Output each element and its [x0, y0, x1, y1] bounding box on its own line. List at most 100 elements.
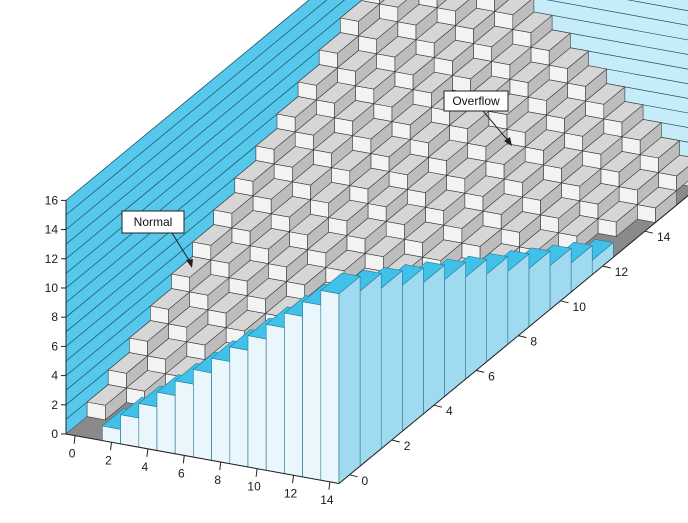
z-tick-label: 4 [51, 369, 58, 383]
normal-cell-top [433, 39, 474, 62]
z-tick-label: 8 [51, 310, 58, 324]
normal-cell-top [436, 0, 470, 12]
normal-callout-arrowhead [186, 259, 193, 268]
left-wall-gridline [65, 0, 310, 201]
normal-cell-top [150, 288, 190, 310]
normal-cell-top [491, 43, 532, 65]
normal-cell-top [364, 235, 405, 258]
z-tick-label: 6 [51, 339, 58, 353]
normal-cell-top [267, 246, 308, 268]
left-wall-gridline [65, 0, 328, 216]
normal-cell-top [86, 384, 127, 406]
x-tick-mark [219, 461, 222, 471]
normal-cell-top [446, 157, 487, 179]
x-tick-label: 4 [142, 460, 149, 474]
overflow-cell-side [423, 264, 445, 415]
normal-cell-top [582, 133, 623, 155]
normal-cell-top [452, 57, 493, 80]
normal-cell-top [252, 178, 293, 200]
normal-cell-top [331, 150, 372, 172]
y-tick-label: 6 [488, 369, 495, 383]
normal-cell-top [231, 210, 272, 232]
normal-cell-top [339, 0, 380, 22]
normal-cell-top [618, 169, 659, 191]
normal-cell-top [255, 128, 296, 150]
z-tick-label: 2 [51, 398, 58, 412]
normal-cell-top [129, 320, 169, 342]
normal-cell-top [352, 118, 393, 140]
x-tick-mark [328, 481, 331, 490]
normal-cell-top [207, 292, 248, 314]
overflow-callout-box [443, 90, 509, 112]
overflow-cell-front [229, 346, 249, 468]
normal-cell-top [467, 125, 508, 147]
normal-cell-top [597, 201, 638, 223]
z-tick-label: 16 [45, 193, 59, 207]
normal-cell-top [473, 25, 514, 48]
overflow-callout-arrowhead [504, 137, 512, 146]
normal-cell-top [422, 239, 463, 261]
right-wall-gridline [626, 0, 688, 12]
normal-cell-top [126, 370, 166, 392]
overflow-cell-front [265, 323, 285, 474]
normal-cell-top [376, 36, 417, 58]
overflow-cell-front [138, 403, 158, 451]
normal-cell-top [270, 196, 311, 218]
y-tick-label: 0 [362, 474, 369, 488]
overflow-cell-side [380, 270, 403, 450]
x-tick-label: 8 [214, 473, 221, 487]
y-tick-label: 4 [446, 404, 453, 418]
normal-cell-top [325, 249, 366, 272]
normal-cell-top [385, 203, 426, 225]
x-tick-mark [292, 475, 294, 484]
z-tick-label: 14 [45, 223, 59, 237]
normal-cell-top [328, 199, 369, 222]
normal-cell-top [315, 82, 356, 104]
normal-cell-top [561, 165, 602, 187]
y-tick-mark [349, 474, 358, 478]
normal-cell-top [289, 214, 330, 236]
x-tick-label: 6 [178, 466, 185, 480]
normal-cell-top [367, 185, 408, 208]
normal-cell-top [509, 61, 550, 83]
normal-cell-top [428, 139, 469, 161]
normal-cell-top [225, 309, 266, 332]
overflow-cell-side [359, 273, 382, 467]
y-tick-mark [391, 439, 400, 443]
x-tick-mark [73, 435, 76, 444]
normal-cell-top [249, 228, 290, 250]
normal-cell-top [147, 338, 188, 360]
normal-cell-top [189, 274, 230, 296]
overflow-cell-front [247, 335, 267, 471]
normal-cell-top [585, 83, 626, 105]
normal-cell-top [171, 256, 212, 278]
normal-cell-top [454, 7, 495, 30]
y-tick-label: 10 [573, 300, 587, 314]
normal-cell-top [494, 0, 532, 16]
overflow-cell-side [465, 259, 488, 380]
normal-cell-top [379, 0, 408, 8]
overflow-cell-front [320, 290, 340, 484]
y-tick-label: 12 [615, 265, 629, 279]
left-wall-gridline [65, 0, 363, 245]
normal-cell-top [545, 97, 586, 119]
normal-cell-top [234, 160, 275, 182]
callouts: Normal Overflow [121, 90, 512, 268]
y-tick-label: 8 [530, 335, 537, 349]
normal-cell-top [639, 137, 680, 159]
normal-cell-top [297, 64, 338, 86]
overflow-cell-front [193, 369, 212, 461]
y-tick-mark [518, 335, 527, 339]
normal-cell-top [543, 147, 584, 169]
normal-callout-label: Normal [134, 215, 173, 229]
normal-cell-top [310, 182, 351, 204]
normal-cell-top [567, 65, 608, 87]
normal-cell-top [527, 79, 568, 101]
normal-cell-top [228, 260, 269, 282]
normal-cell-top [412, 71, 453, 94]
overflow-callout-label: Overflow [452, 94, 500, 108]
normal-cell-top [409, 121, 450, 144]
normal-cell-top [658, 154, 688, 177]
right-wall-gridline [546, 0, 688, 26]
